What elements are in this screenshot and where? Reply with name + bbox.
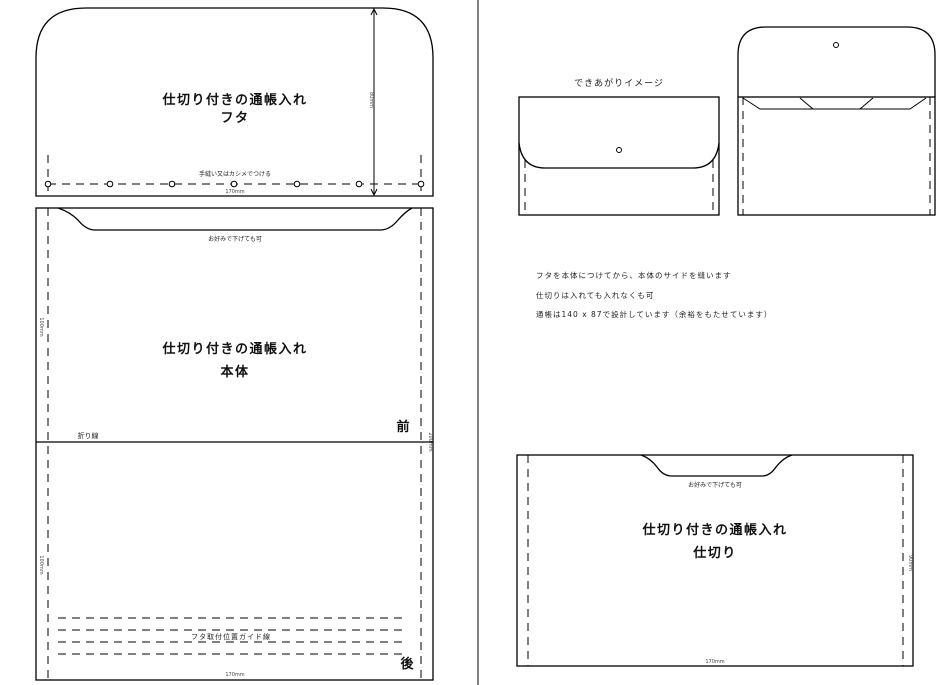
instruction-note: 仕切りは入れても入れなくも可 — [536, 290, 654, 300]
stitch-hole — [168, 180, 176, 188]
stitch-hole — [44, 180, 52, 188]
stitch-hole — [293, 180, 301, 188]
flap-width-label: 170mm — [225, 189, 244, 195]
front-label: 前 — [396, 419, 409, 435]
snap-icon — [833, 42, 839, 48]
body-notch — [57, 207, 413, 231]
partition-title: 仕切り付きの通帳入れ — [641, 522, 787, 538]
stitch-hole — [355, 180, 363, 188]
body-piece: お好みで下げても可 仕切り付きの通帳入れ 本体 折り線 前 100mm 100m… — [35, 207, 434, 681]
flap-subtitle: フタ — [220, 111, 249, 126]
height-arrow — [370, 7, 378, 197]
instruction-note: フタを本体につけてから、本体のサイドを縫います — [536, 270, 732, 280]
fold-line-label: 折り線 — [78, 431, 99, 440]
flap-height-label: 80mm — [368, 92, 374, 108]
stitch-hole — [417, 180, 425, 188]
closed-pouch-illustration — [518, 96, 720, 216]
instructions: フタを本体につけてから、本体のサイドを縫います 仕切りは入れても入れなくも可 通… — [536, 270, 772, 319]
guide-line-label: フタ取付位置ガイド線 — [191, 632, 271, 641]
partition-notch-note: お好みで下げても可 — [688, 481, 742, 489]
upper-height-label: 100mm — [38, 317, 44, 336]
partition-width-label: 170mm — [705, 659, 724, 665]
body-width-label: 170mm — [225, 672, 244, 678]
flap-outline — [35, 7, 434, 197]
total-height-label: 200mm — [427, 432, 433, 451]
open-pouch-illustration — [737, 26, 936, 216]
stitch-hole — [106, 180, 114, 188]
partition-outline — [516, 454, 914, 667]
instruction-note: 通帳は140 x 87で設計しています（余裕をもたせています） — [536, 309, 772, 319]
snap-icon — [616, 147, 622, 153]
stitch-holes — [44, 180, 425, 188]
flap-attach-note: 手縫い又はカシメでつける — [199, 170, 271, 178]
stitch-hole — [230, 180, 238, 188]
partition-piece: お好みで下げても可 仕切り付きの通帳入れ 仕切り 90mm 170mm — [516, 454, 914, 667]
finished-image: できあがりイメージ — [518, 26, 936, 216]
body-outline — [35, 207, 434, 681]
body-subtitle: 本体 — [220, 364, 249, 380]
partition-subtitle: 仕切り — [692, 545, 737, 561]
flap-piece: 80mm 仕切り付きの通帳入れ フタ 手縫い又はカシメでつける 170mm — [35, 7, 434, 197]
body-title: 仕切り付きの通帳入れ — [161, 341, 307, 357]
partition-notch — [640, 454, 793, 477]
finished-image-label: できあがりイメージ — [574, 77, 664, 89]
flap-title: 仕切り付きの通帳入れ — [161, 92, 307, 108]
partition-height-label: 90mm — [907, 555, 913, 571]
back-label: 後 — [400, 656, 414, 672]
lower-height-label: 100mm — [38, 555, 44, 574]
body-notch-note: お好みで下げても可 — [208, 235, 262, 243]
